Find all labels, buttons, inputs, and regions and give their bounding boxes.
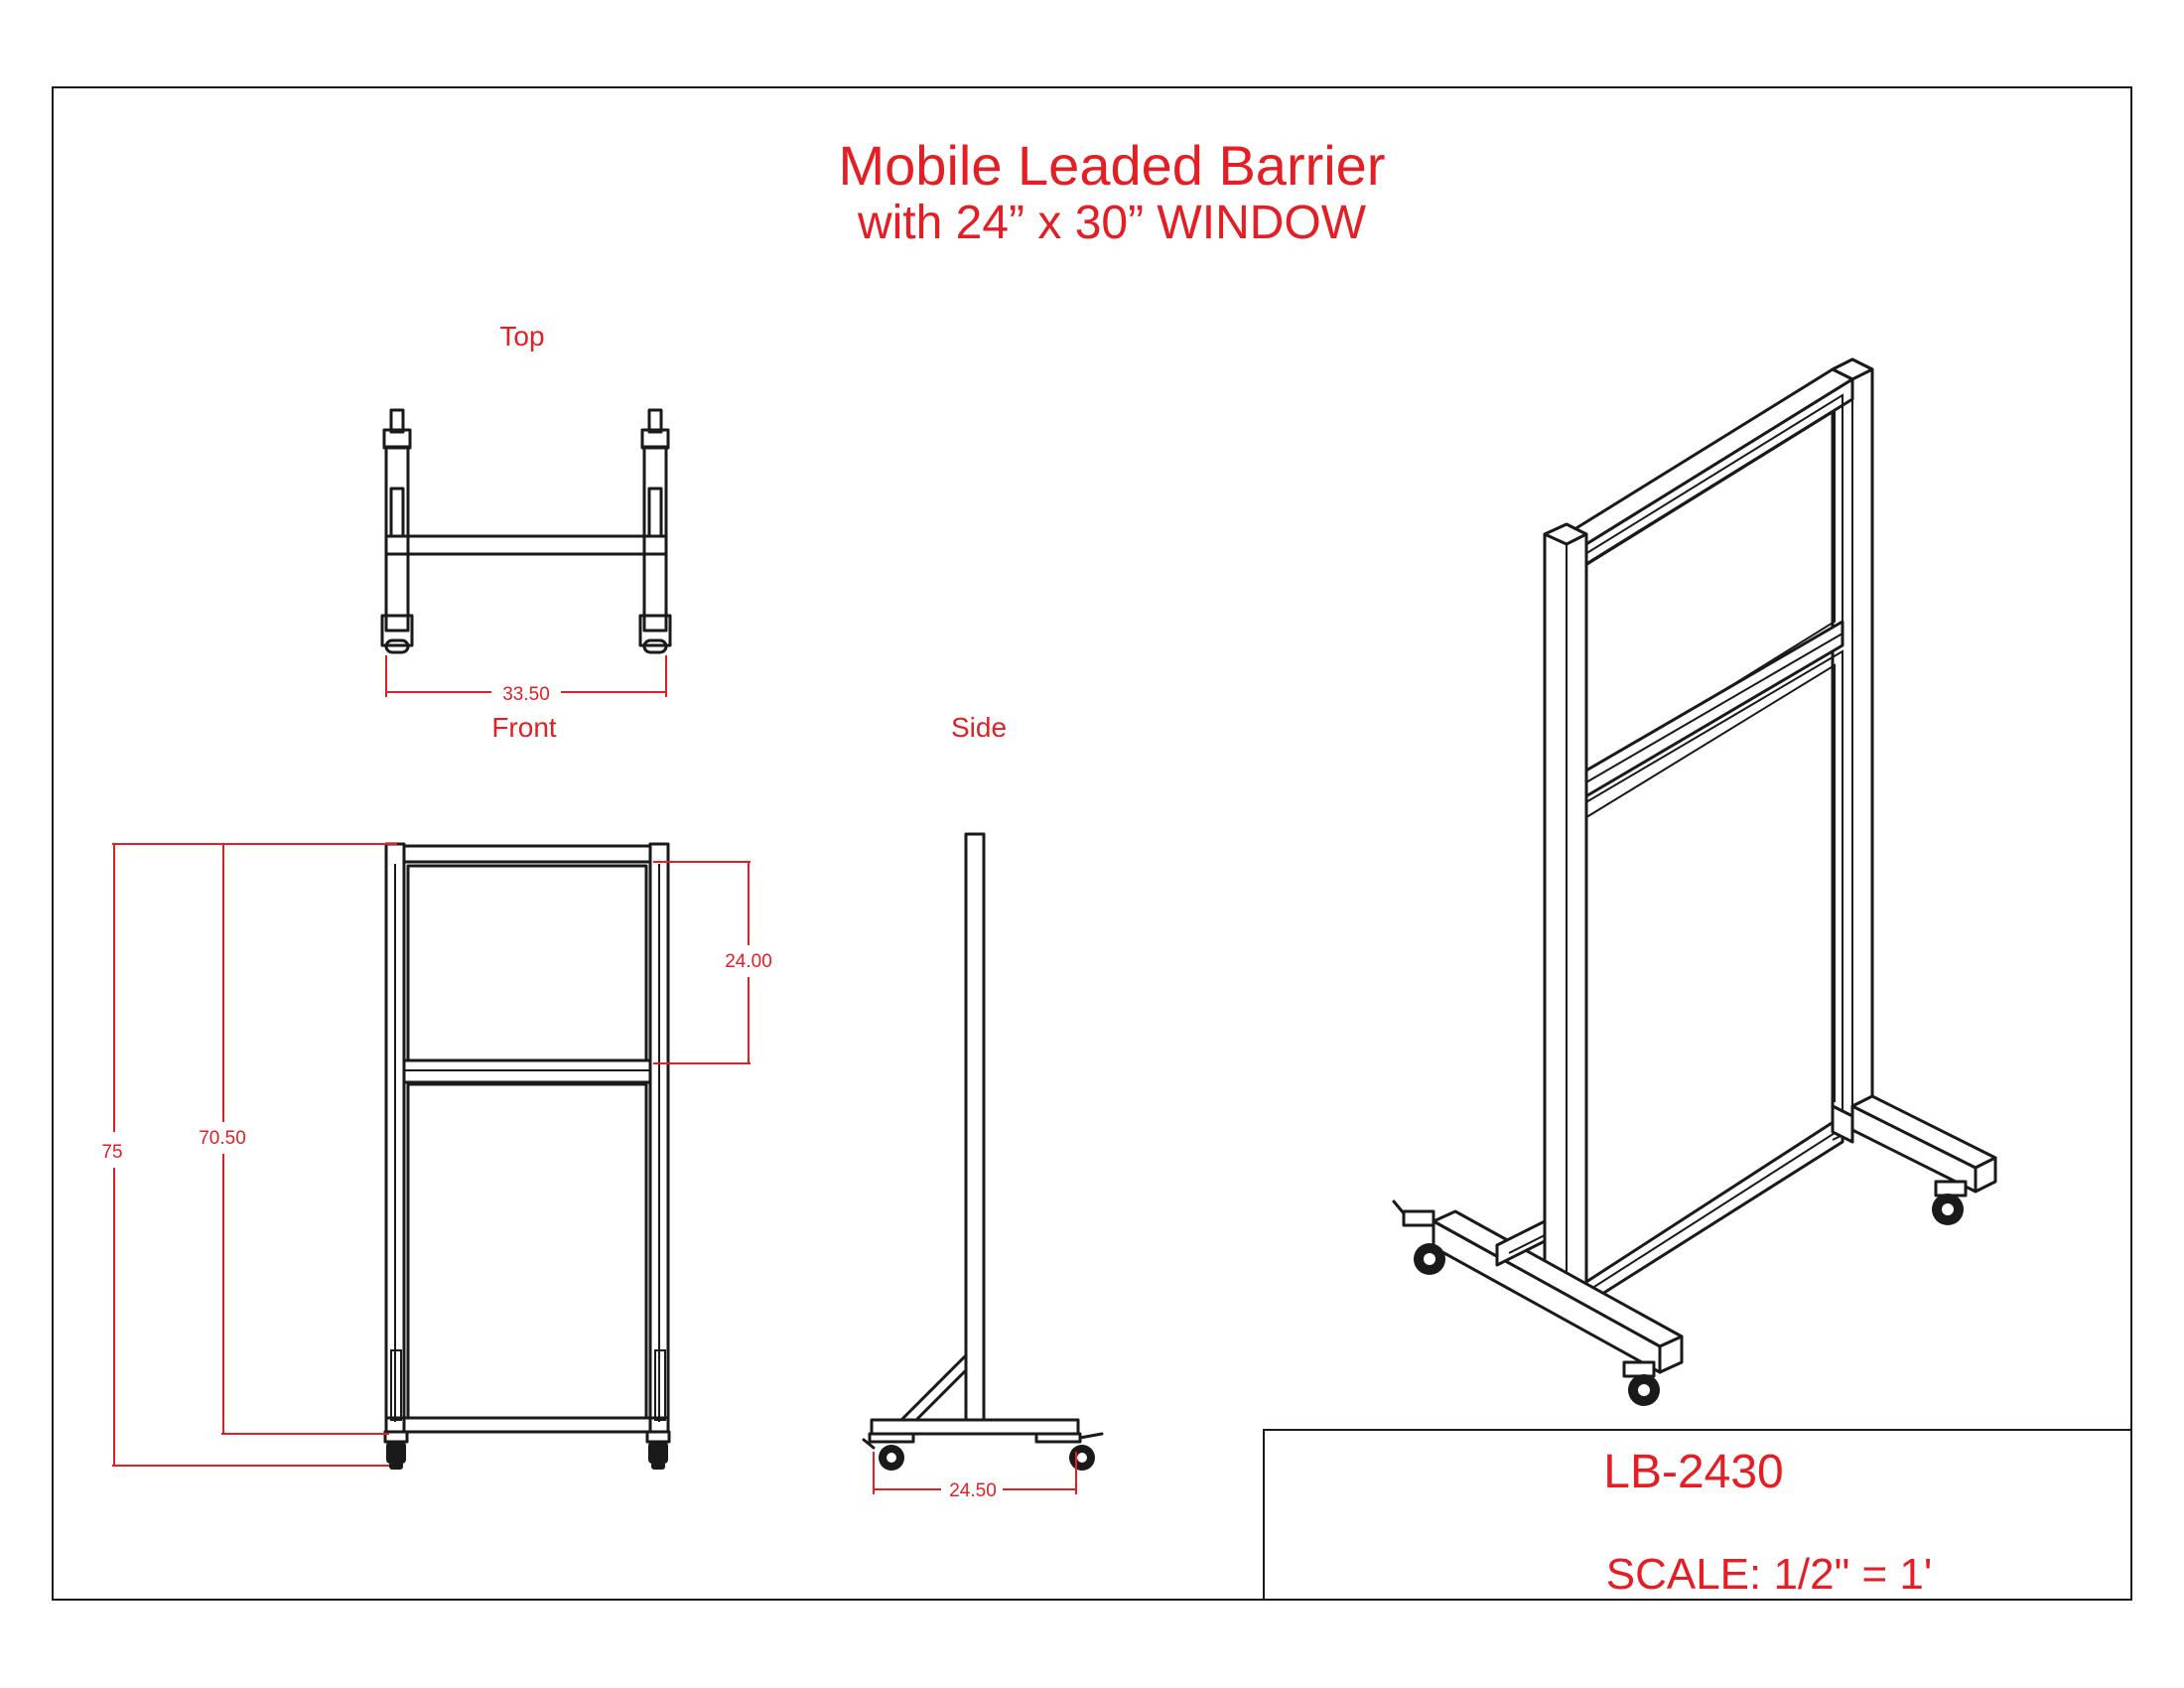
dim-front-frame-height: 70.50 <box>199 1128 246 1149</box>
dim-window-height: 24.00 <box>725 951 772 972</box>
side-view-label: Side <box>951 712 1007 743</box>
title-block: LB-2430 SCALE: 1/2" = 1' <box>1263 1429 2131 1600</box>
dim-side-base: 24.50 <box>949 1480 997 1501</box>
drawing-subtitle: with 24” x 30” WINDOW <box>857 197 1367 249</box>
scale-note: SCALE: 1/2" = 1' <box>1606 1550 1933 1599</box>
front-view: Front 75 70. <box>101 712 772 1470</box>
top-view: Top 33.50 <box>380 321 672 705</box>
dim-front-total-height: 75 <box>101 1142 122 1163</box>
sheet-border <box>52 86 2132 1601</box>
top-view-label: Top <box>499 321 544 352</box>
front-view-label: Front <box>491 712 557 743</box>
drawing-title: Mobile Leaded Barrier <box>839 134 1386 197</box>
part-number: LB-2430 <box>1603 1446 1783 1498</box>
side-view: Side 24.50 <box>862 712 1104 1501</box>
dim-top-width: 33.50 <box>502 684 550 705</box>
isometric-view <box>1392 357 1997 1406</box>
